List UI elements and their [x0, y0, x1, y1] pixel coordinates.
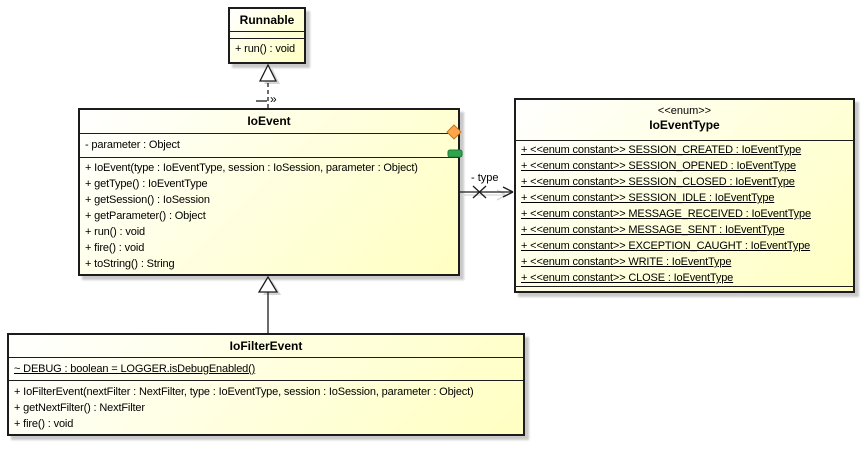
member-row: + run() : void	[85, 226, 145, 238]
member-row: + getType() : IoEventType	[85, 178, 208, 190]
class-name: IoEvent	[247, 114, 291, 128]
realization-triangle-icon	[258, 63, 278, 82]
realization-triangle-shadow	[264, 68, 280, 84]
realization-collapsed-label: »	[270, 92, 277, 106]
member-row: + <<enum constant>> EXCEPTION_CAUGHT : I…	[521, 240, 811, 252]
methods-compartment: + IoFilterEvent(nextFilter : NextFilter,…	[9, 380, 523, 434]
member-row: ~ DEBUG : boolean = LOGGER.isDebugEnable…	[14, 363, 256, 375]
member-row: + toString() : String	[85, 258, 175, 270]
member-row: + IoFilterEvent(nextFilter : NextFilter,…	[14, 386, 474, 398]
member-row: + run() : void	[235, 43, 295, 55]
member-row: + <<enum constant>> MESSAGE_SENT : IoEve…	[521, 224, 785, 236]
member-row: + <<enum constant>> WRITE : IoEventType	[521, 256, 732, 268]
enum-constants-compartment: + <<enum constant>> SESSION_CREATED : Io…	[516, 140, 853, 286]
methods-compartment: + IoEvent(type : IoEventType, session : …	[80, 157, 458, 274]
member-row: + <<enum constant>> SESSION_CLOSED : IoE…	[521, 176, 795, 188]
generalization-triangle-shadow	[263, 280, 281, 295]
member-row: - parameter : Object	[85, 139, 180, 151]
title-compartment: IoFilterEvent	[9, 335, 523, 357]
class-ioevent: IoEvent - parameter : Object + IoEvent(t…	[78, 108, 460, 276]
class-name: IoEventType	[649, 118, 720, 132]
title-compartment: IoEvent	[80, 110, 458, 133]
member-row: + IoEvent(type : IoEventType, session : …	[85, 162, 418, 174]
association-line-shadow	[462, 189, 507, 201]
attributes-compartment: - parameter : Object	[80, 133, 458, 157]
member-row: + <<enum constant>> SESSION_OPENED : IoE…	[521, 160, 796, 172]
title-compartment: <<enum>> IoEventType	[516, 100, 853, 140]
member-row: + <<enum constant>> MESSAGE_RECEIVED : I…	[521, 208, 811, 220]
class-name: IoFilterEvent	[229, 339, 303, 353]
non-navigable-x-icon	[472, 185, 487, 199]
attributes-compartment	[230, 31, 304, 38]
member-row: + getParameter() : Object	[85, 210, 206, 222]
member-row: + fire() : void	[85, 242, 145, 254]
stereotype-label: <<enum>>	[657, 105, 712, 117]
attributes-compartment: ~ DEBUG : boolean = LOGGER.isDebugEnable…	[9, 357, 523, 380]
member-row: + <<enum constant>> CLOSE : IoEventType	[521, 272, 734, 284]
class-iofilterevent: IoFilterEvent ~ DEBUG : boolean = LOGGER…	[7, 333, 525, 436]
class-runnable: Runnable + run() : void	[228, 7, 306, 64]
methods-compartment	[516, 286, 853, 291]
member-row: + getSession() : IoSession	[85, 194, 210, 206]
generalization-triangle-icon	[257, 275, 279, 293]
methods-compartment: + run() : void	[230, 38, 304, 62]
member-row: + <<enum constant>> SESSION_IDLE : IoEve…	[521, 192, 775, 204]
class-name: Runnable	[239, 13, 295, 27]
member-row: + <<enum constant>> SESSION_CREATED : Io…	[521, 144, 802, 156]
class-ioeventtype: <<enum>> IoEventType + <<enum constant>>…	[514, 98, 855, 293]
title-compartment: Runnable	[230, 9, 304, 31]
member-row: + fire() : void	[14, 418, 74, 430]
association-role-label: - type	[471, 172, 499, 184]
member-row: + getNextFilter() : NextFilter	[14, 402, 145, 414]
association-open-arrow-icon	[502, 186, 514, 198]
